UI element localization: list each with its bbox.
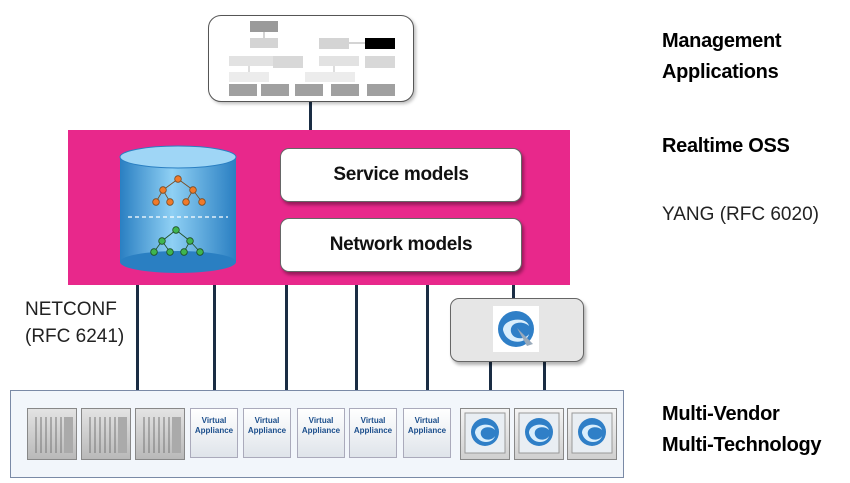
netconf-connector <box>426 285 429 391</box>
swirl-logo-icon <box>493 306 539 352</box>
virtual-appliance-icon: Virtual Appliance <box>243 408 291 458</box>
gateway-connector <box>512 285 515 299</box>
management-applications-label: Management Applications <box>662 30 782 83</box>
hardware-chassis-icon <box>81 408 131 460</box>
yang-label: YANG (RFC 6020) <box>662 204 819 225</box>
netconf-connector <box>355 285 358 391</box>
mgmt-oss-connector <box>309 100 312 131</box>
server-with-logo-icon <box>567 408 617 460</box>
realtime-oss-label: Realtime OSS <box>662 135 790 157</box>
service-models-box: Service models <box>280 148 522 202</box>
org-chart-diagram-icon <box>229 21 395 96</box>
netconf-connector <box>136 285 139 391</box>
network-models-box: Network models <box>280 218 522 272</box>
service-tree-icon <box>152 175 206 206</box>
hardware-chassis-icon <box>27 408 77 460</box>
hardware-chassis-icon <box>135 408 185 460</box>
server-with-logo-icon <box>460 408 510 460</box>
gateway-device-connector <box>543 360 546 410</box>
netconf-connector <box>213 285 216 391</box>
management-applications-box <box>208 15 414 102</box>
virtual-appliance-icon: Virtual Appliance <box>403 408 451 458</box>
netconf-connector <box>285 285 288 391</box>
server-with-logo-icon <box>514 408 564 460</box>
netconf-label: NETCONF (RFC 6241) <box>25 299 125 347</box>
database-cylinder-icon <box>119 145 237 273</box>
gateway-device-connector <box>489 360 492 410</box>
virtual-appliance-icon: Virtual Appliance <box>349 408 397 458</box>
gateway-box <box>450 298 584 362</box>
multi-vendor-label: Multi-Vendor Multi-Technology <box>662 403 822 456</box>
virtual-appliance-icon: Virtual Appliance <box>190 408 238 458</box>
virtual-appliance-icon: Virtual Appliance <box>297 408 345 458</box>
network-tree-icon <box>150 226 204 256</box>
